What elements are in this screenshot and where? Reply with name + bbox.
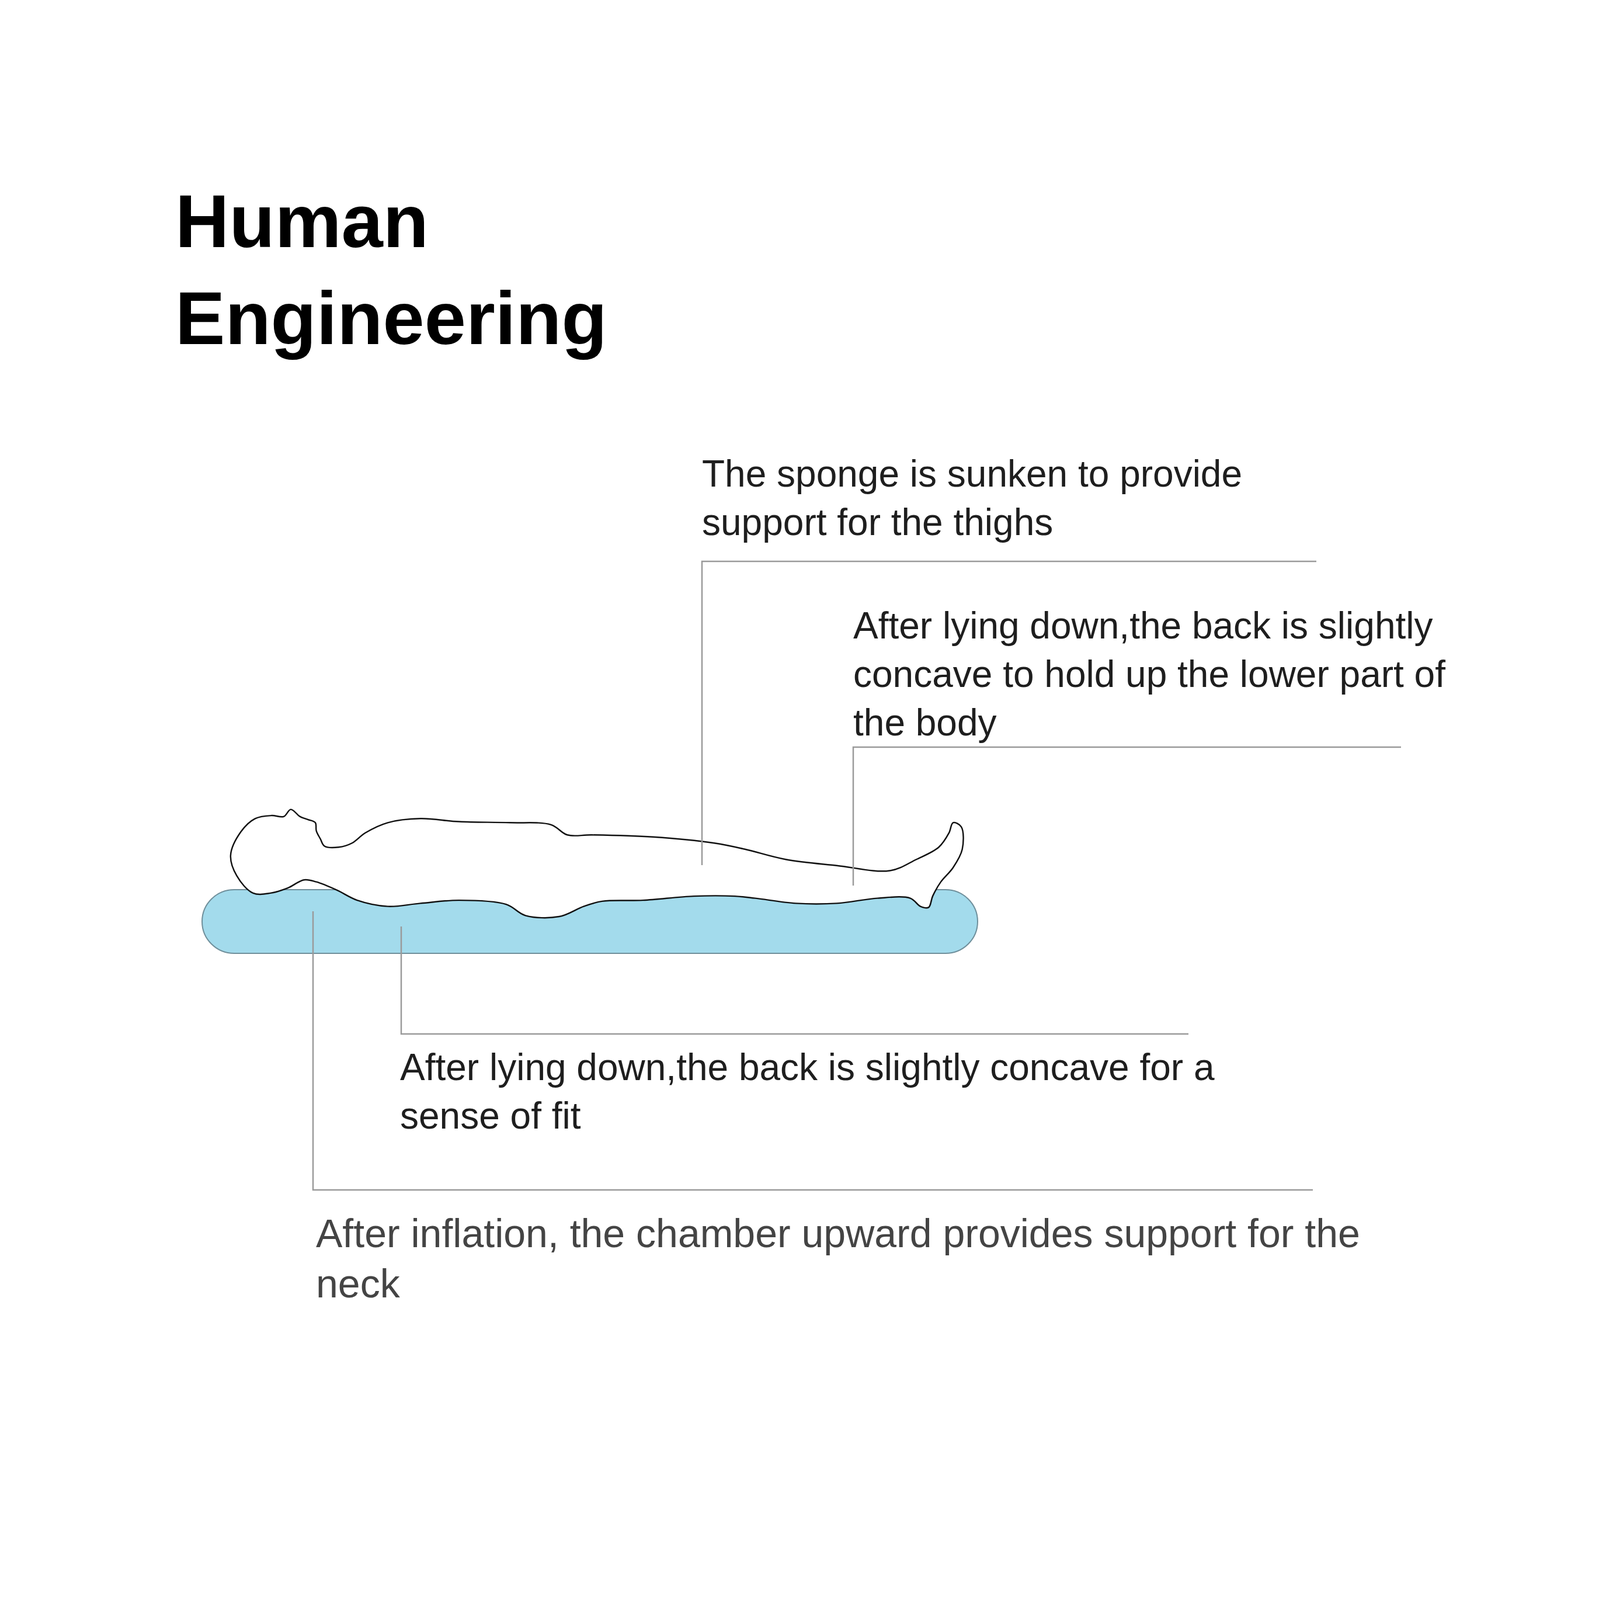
leader-line [853,746,1402,886]
callout-note: After lying down,the back is slightly co… [400,1043,1265,1140]
callout-note: After lying down,the back is slightly co… [853,601,1455,747]
callout-note: After inflation, the chamber upward prov… [315,1207,1391,1309]
leader-line [401,926,1189,1034]
page-title: Human Engineering [175,172,748,367]
callout-note: The sponge is sunken to provide support … [701,449,1327,547]
leader-line [313,911,1313,1190]
